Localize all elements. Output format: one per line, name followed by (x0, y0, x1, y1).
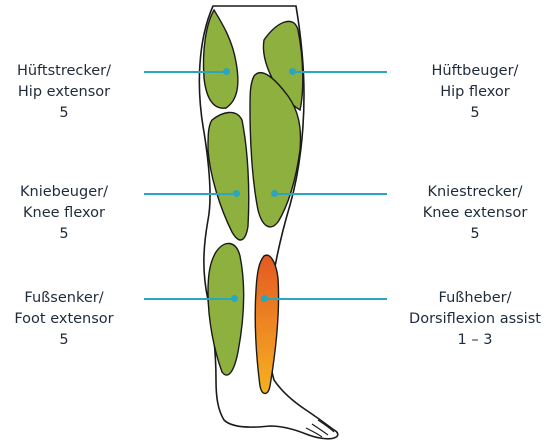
foot-extensor-grade: 5 (0, 330, 144, 351)
hip-extensor-dot (223, 68, 230, 75)
knee-extensor-dot (271, 190, 278, 197)
knee-flexor-grade: 5 (0, 224, 144, 245)
hip-extensor-name-de: Hüftstrecker/ (0, 61, 144, 82)
knee-flexor-leader (144, 193, 240, 195)
knee-extensor-grade: 5 (395, 224, 552, 245)
hip-flexor-name-en: Hip flexor (395, 82, 552, 103)
hip-extensor-label: Hüftstrecker/ Hip extensor 5 (0, 61, 144, 124)
knee-flexor-label: Kniebeuger/ Knee flexor 5 (0, 182, 144, 245)
foot-extensor-dot (231, 295, 238, 302)
knee-flexor-dot (233, 190, 240, 197)
dorsiflexion-assist-muscle (255, 255, 278, 393)
knee-extensor-name-de: Kniestrecker/ (395, 182, 552, 203)
dorsiflexion-assist-dot (261, 295, 268, 302)
dorsiflexion-assist-leader (264, 298, 387, 300)
hip-extensor-grade: 5 (0, 103, 144, 124)
hip-flexor-leader (292, 71, 387, 73)
hip-flexor-grade: 5 (395, 103, 552, 124)
dorsiflexion-assist-grade: 1 – 3 (395, 330, 552, 351)
knee-flexor-name-de: Kniebeuger/ (0, 182, 144, 203)
hip-flexor-name-de: Hüftbeuger/ (395, 61, 552, 82)
hip-extensor-name-en: Hip extensor (0, 82, 144, 103)
dorsiflexion-assist-label: Fußheber/ Dorsiflexion assist 1 – 3 (395, 288, 552, 351)
hip-flexor-dot (289, 68, 296, 75)
foot-extensor-name-en: Foot extensor (0, 309, 144, 330)
knee-extensor-leader (274, 193, 387, 195)
foot-extensor-leader (144, 298, 236, 300)
knee-extensor-label: Kniestrecker/ Knee extensor 5 (395, 182, 552, 245)
foot-extensor-name-de: Fußsenker/ (0, 288, 144, 309)
knee-flexor-name-en: Knee flexor (0, 203, 144, 224)
dorsiflexion-assist-name-de: Fußheber/ (395, 288, 552, 309)
knee-extensor-name-en: Knee extensor (395, 203, 552, 224)
hip-extensor-leader (144, 71, 230, 73)
hip-flexor-label: Hüftbeuger/ Hip flexor 5 (395, 61, 552, 124)
foot-extensor-label: Fußsenker/ Foot extensor 5 (0, 288, 144, 351)
dorsiflexion-assist-name-en: Dorsiflexion assist (395, 309, 552, 330)
